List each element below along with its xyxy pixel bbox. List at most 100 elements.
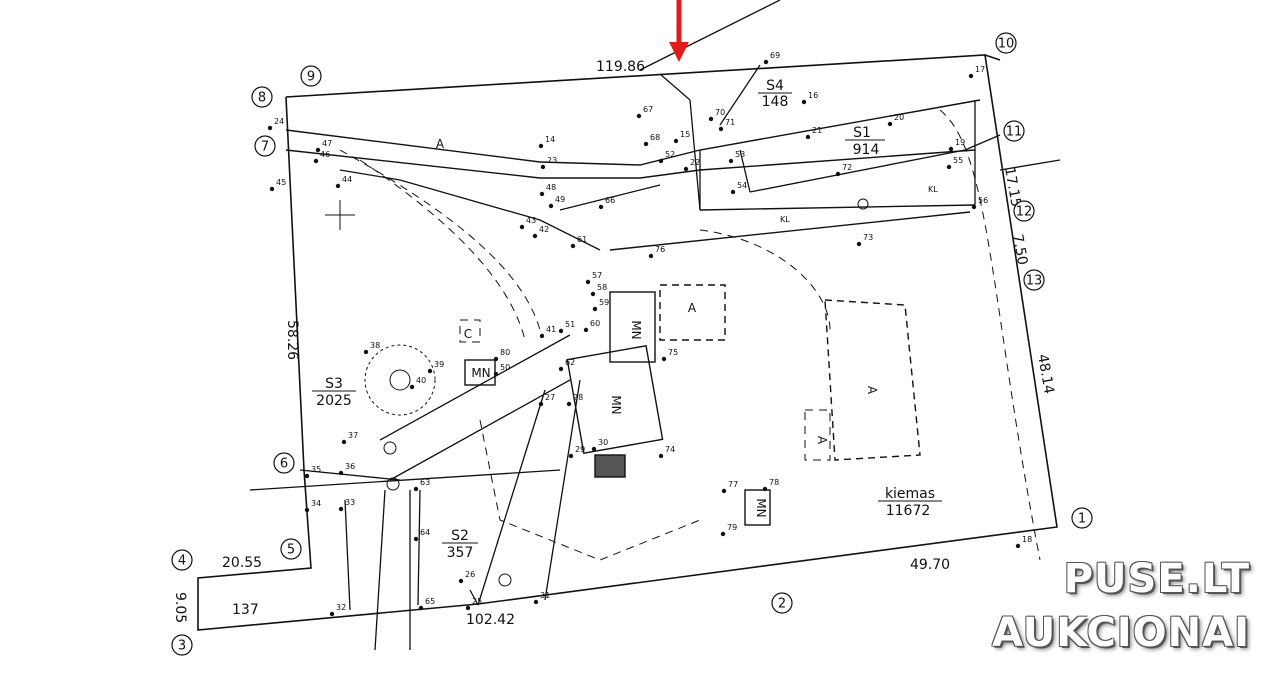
survey-point	[598, 204, 604, 210]
corner-marker-label: 8	[258, 91, 266, 106]
survey-point	[643, 141, 649, 147]
dim-top: 119.86	[596, 59, 645, 75]
survey-point-label: 71	[725, 118, 735, 127]
survey-point-label: 49	[555, 195, 565, 204]
area-value: 914	[853, 142, 880, 158]
survey-point	[548, 203, 554, 209]
survey-point	[591, 446, 597, 452]
survey-point	[708, 116, 714, 122]
survey-point	[458, 578, 464, 584]
survey-point	[269, 186, 275, 192]
building-label: C	[464, 327, 472, 341]
area-name: S1	[853, 125, 871, 141]
corner-marker-label: 3	[178, 639, 186, 654]
corner-marker: 6	[273, 452, 295, 474]
survey-point	[570, 243, 576, 249]
survey-point-label: 72	[842, 163, 852, 172]
corner-marker-label: 7	[261, 140, 269, 155]
survey-point	[592, 306, 598, 312]
survey-point	[558, 366, 564, 372]
survey-point-label: 79	[727, 523, 737, 532]
corner-marker: 10	[995, 32, 1017, 54]
corner-marker: 1	[1071, 507, 1093, 529]
survey-point	[532, 233, 538, 239]
survey-point-label: 50	[500, 363, 510, 372]
survey-point-label: 60	[590, 319, 600, 328]
corner-marker-label: 6	[280, 457, 288, 472]
survey-point	[730, 189, 736, 195]
survey-point	[540, 164, 546, 170]
survey-point-label: 48	[546, 183, 556, 192]
survey-point-label: 63	[420, 478, 430, 487]
survey-point-label: 59	[599, 298, 609, 307]
survey-point	[948, 146, 954, 152]
corner-marker-label: 10	[998, 37, 1015, 52]
building-a-2	[824, 299, 921, 461]
area-value: 11672	[886, 503, 931, 519]
survey-point	[304, 507, 310, 513]
survey-point	[313, 158, 319, 164]
survey-point-label: 57	[592, 271, 602, 280]
survey-point	[583, 327, 589, 333]
survey-point	[658, 158, 664, 164]
survey-point-label: 21	[812, 126, 822, 135]
survey-point-label: 33	[345, 498, 355, 507]
survey-point-label: 76	[655, 245, 665, 254]
building-mn-4	[744, 489, 771, 526]
building-label: A	[815, 436, 829, 445]
survey-point	[661, 356, 667, 362]
area-name: kiemas	[885, 486, 935, 502]
survey-point-label: 42	[539, 225, 549, 234]
survey-point-label: 22	[690, 158, 700, 167]
survey-point	[335, 183, 341, 189]
survey-point	[856, 241, 862, 247]
corner-marker-label: 4	[178, 554, 186, 569]
building-label: A	[865, 386, 879, 395]
survey-point	[493, 371, 499, 377]
survey-point-label: 25	[472, 597, 482, 606]
road-strip	[285, 99, 981, 251]
survey-point-label: 41	[546, 325, 556, 334]
survey-point-label: 29	[575, 445, 585, 454]
corner-marker-label: 1	[1078, 512, 1086, 527]
survey-point	[887, 121, 893, 127]
survey-point-label: 52	[665, 150, 675, 159]
dim-bottom-left: 102.42	[466, 612, 515, 628]
survey-point-label: 17	[975, 65, 985, 74]
survey-point	[493, 356, 499, 362]
building-label: A	[436, 137, 445, 151]
survey-point-label: 16	[808, 91, 818, 100]
survey-point-label: 18	[1022, 535, 1032, 544]
survey-point-label: 77	[728, 480, 738, 489]
building-label: MN	[609, 395, 623, 414]
survey-point	[539, 191, 545, 197]
survey-point	[519, 224, 525, 230]
area-name: S3	[325, 376, 343, 392]
building-label: MN	[629, 320, 643, 339]
survey-point	[585, 279, 591, 285]
dim-right-mid: 7.50	[1009, 233, 1030, 266]
survey-point-label: 64	[420, 528, 430, 537]
building-label: MN	[754, 498, 768, 517]
survey-point	[718, 126, 724, 132]
survey-point-label: 47	[322, 139, 332, 148]
survey-point	[805, 134, 811, 140]
survey-point	[363, 349, 369, 355]
survey-point-label: 61	[577, 235, 587, 244]
survey-point-label: 74	[665, 445, 675, 454]
survey-point	[590, 291, 596, 297]
survey-point	[558, 328, 564, 334]
corner-marker: 13	[1023, 269, 1045, 291]
survey-point	[1015, 543, 1021, 549]
area-name: S4	[766, 78, 784, 94]
corner-marker: 11	[1003, 120, 1025, 142]
survey-point-label: 38	[370, 341, 380, 350]
building-label: KL	[780, 215, 790, 224]
survey-point	[538, 143, 544, 149]
corner-marker: 5	[280, 538, 302, 560]
survey-point-label: 37	[348, 431, 358, 440]
area-value: 2025	[316, 393, 352, 409]
